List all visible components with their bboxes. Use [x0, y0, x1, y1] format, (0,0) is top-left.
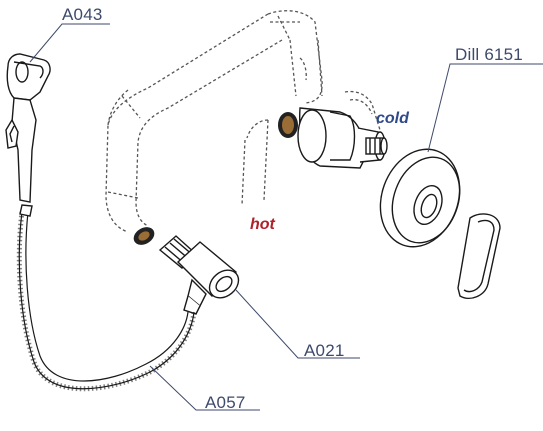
- label-cold: cold: [376, 110, 409, 127]
- label-hose: A057: [205, 393, 246, 412]
- concealed-pipes: [105, 10, 381, 233]
- label-hot: hot: [250, 216, 275, 233]
- leader-lines: [29, 23, 543, 411]
- cover-plate: [379, 148, 461, 248]
- lever-handle: [457, 213, 501, 300]
- label-connector: A021: [304, 341, 345, 360]
- label-cover-plate: Dill 6151: [455, 45, 523, 64]
- mixer-valve: [297, 107, 388, 169]
- hand-shower: [5, 53, 51, 217]
- wall-connector: [158, 235, 240, 315]
- pipe-bands: [107, 21, 300, 199]
- pipe-thread-upper: [278, 112, 298, 138]
- flex-hose: [16, 211, 197, 392]
- label-shower-head: A043: [62, 5, 103, 24]
- pipe-thread-lower: [133, 227, 155, 245]
